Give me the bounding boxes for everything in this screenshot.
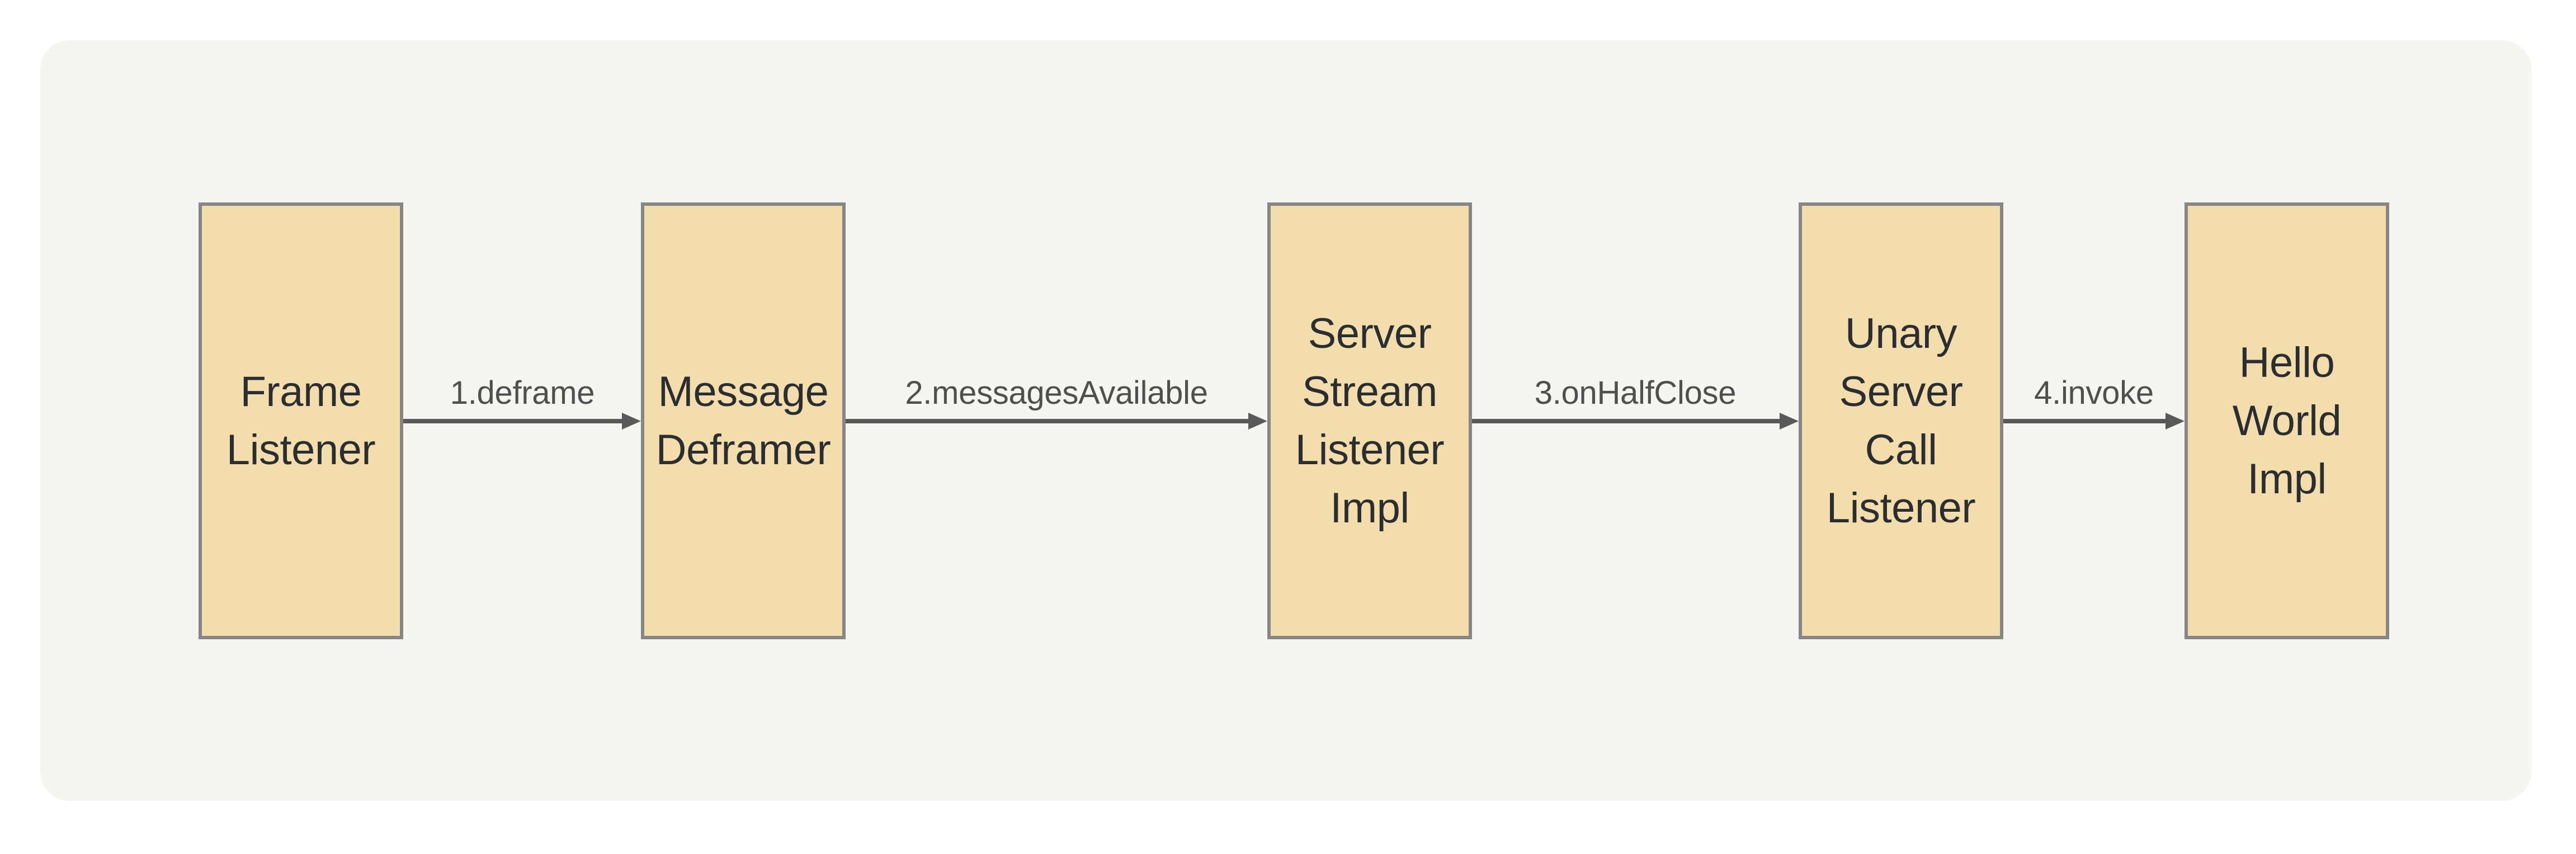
- edge-label-3-on-half-close: 3.onHalfClose: [1534, 375, 1737, 411]
- node-hello-world-impl[interactable]: Hello World Impl: [2185, 202, 2389, 639]
- edge-arrow-2-messages-available: [846, 413, 1267, 430]
- edge-arrow-3-on-half-close: [1472, 413, 1799, 430]
- node-label: Server Stream Listener Impl: [1295, 309, 1445, 532]
- node-label: Frame Listener: [226, 367, 376, 474]
- node-frame-listener[interactable]: Frame Listener: [199, 202, 403, 639]
- edge-label-1-deframe: 1.deframe: [450, 375, 595, 411]
- node-unary-server-call-listener[interactable]: Unary Server Call Listener: [1799, 202, 2003, 639]
- edge-label-4-invoke: 4.invoke: [2034, 375, 2154, 411]
- node-label: Hello World Impl: [2232, 338, 2342, 503]
- node-label: Message Deframer: [655, 367, 831, 474]
- node-label: Unary Server Call Listener: [1826, 309, 1976, 532]
- edge-label-2-messages-available: 2.messagesAvailable: [905, 375, 1208, 411]
- edge-arrow-4-invoke: [2003, 413, 2185, 430]
- node-server-stream-listener-impl[interactable]: Server Stream Listener Impl: [1267, 202, 1472, 639]
- node-message-deframer[interactable]: Message Deframer: [641, 202, 846, 639]
- edge-arrow-1-deframe: [403, 413, 641, 430]
